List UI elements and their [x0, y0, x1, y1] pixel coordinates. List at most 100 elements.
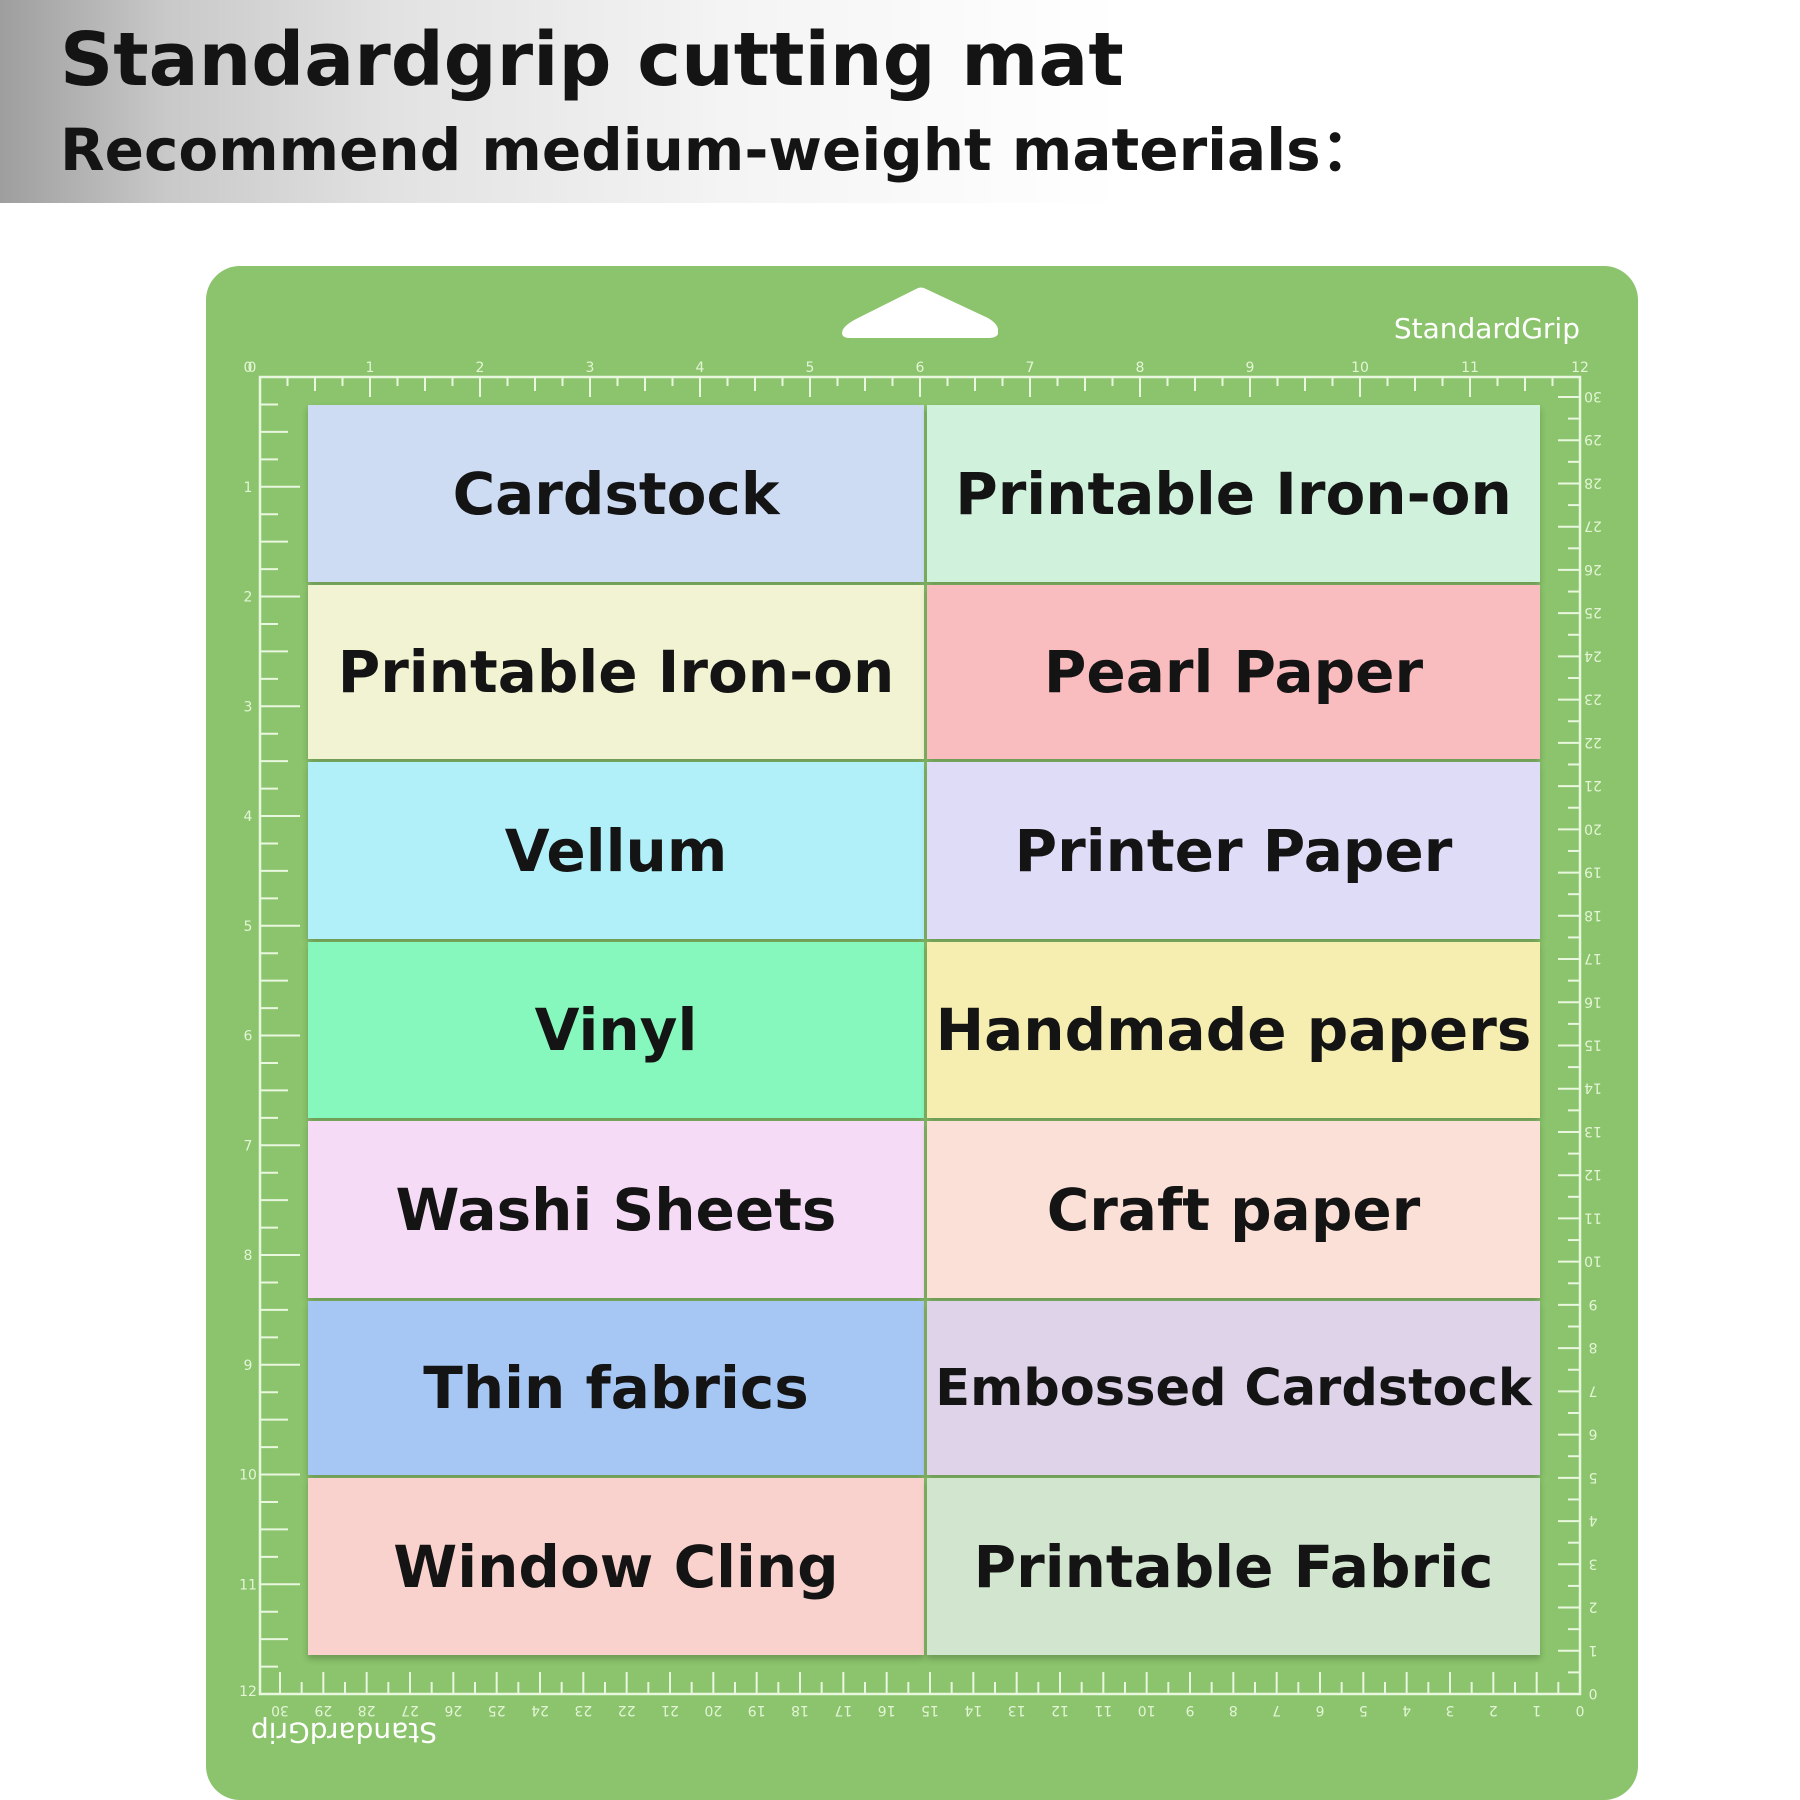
brand-label-bottom: StandardGrip — [251, 1716, 437, 1749]
brand-label-top: StandardGrip — [1394, 312, 1580, 345]
inch-number-top: 8 — [1136, 360, 1145, 376]
cm-number-right: 8 — [1589, 1339, 1598, 1355]
cm-number-right: 7 — [1589, 1382, 1598, 1398]
cm-number-right: 11 — [1584, 1209, 1602, 1225]
cm-number-bottom: 7 — [1272, 1702, 1281, 1718]
cm-number-bottom: 20 — [704, 1702, 722, 1718]
cm-number-bottom: 27 — [401, 1702, 419, 1718]
cm-number-bottom: 29 — [314, 1702, 332, 1718]
material-label: Craft paper — [1046, 1175, 1421, 1244]
cm-number-bottom: 14 — [964, 1702, 982, 1718]
cm-number-bottom: 16 — [878, 1702, 896, 1718]
inch-number-left: 0 — [244, 360, 253, 376]
inch-number-top: 2 — [476, 360, 485, 376]
inch-number-left: 11 — [239, 1577, 257, 1593]
material-label: Printable Iron-on — [337, 638, 895, 706]
cm-number-right: 23 — [1584, 691, 1602, 707]
cm-number-right: 2 — [1589, 1599, 1598, 1615]
inch-number-top: 7 — [1026, 360, 1035, 376]
cm-number-right: 0 — [1589, 1685, 1598, 1701]
cm-number-right: 4 — [1588, 1512, 1597, 1528]
cm-number-right: 17 — [1584, 950, 1602, 966]
cm-number-right: 18 — [1584, 907, 1602, 923]
material-label: Window Cling — [393, 1532, 839, 1601]
hang-hole — [842, 287, 998, 338]
cm-number-bottom: 21 — [661, 1702, 679, 1718]
material-label: Washi Sheets — [395, 1175, 837, 1244]
cm-number-right: 1 — [1589, 1642, 1598, 1658]
cm-number-bottom: 0 — [1576, 1702, 1585, 1718]
inch-number-left: 6 — [244, 1029, 253, 1045]
cm-number-right: 20 — [1584, 820, 1602, 836]
cm-number-right: 16 — [1584, 993, 1602, 1009]
inch-number-left: 12 — [239, 1684, 257, 1700]
cm-number-right: 26 — [1584, 561, 1602, 577]
material-tile: Printable Fabric — [927, 1478, 1540, 1655]
material-tile: Printer Paper — [927, 762, 1540, 939]
inch-number-left: 2 — [244, 590, 253, 606]
cm-number-right: 29 — [1584, 431, 1602, 447]
cm-number-bottom: 5 — [1359, 1702, 1368, 1718]
material-tile: Vinyl — [308, 942, 924, 1118]
inch-number-left: 4 — [244, 809, 253, 825]
cm-number-right: 3 — [1589, 1555, 1598, 1571]
cm-number-right: 28 — [1584, 474, 1602, 490]
cm-number-right: 6 — [1588, 1426, 1597, 1442]
header-title: Standardgrip cutting mat — [60, 17, 1124, 103]
inch-number-left: 8 — [244, 1248, 253, 1264]
cm-number-right: 21 — [1584, 777, 1602, 793]
cm-number-bottom: 18 — [791, 1702, 809, 1718]
cm-number-right: 13 — [1584, 1123, 1602, 1139]
cm-number-bottom: 25 — [488, 1702, 506, 1718]
cm-number-bottom: 13 — [1008, 1702, 1026, 1718]
cm-number-bottom: 22 — [618, 1702, 636, 1718]
cm-number-bottom: 10 — [1138, 1702, 1156, 1718]
material-tile: Washi Sheets — [308, 1121, 924, 1298]
material-label: Cardstock — [452, 459, 780, 528]
cm-number-bottom: 4 — [1402, 1702, 1411, 1718]
material-label: Vinyl — [534, 996, 698, 1064]
cm-number-bottom: 2 — [1489, 1702, 1498, 1718]
cm-number-right: 22 — [1584, 734, 1602, 750]
inch-number-top: 9 — [1246, 360, 1255, 376]
cm-number-bottom: 9 — [1186, 1702, 1195, 1718]
cm-number-bottom: 17 — [834, 1702, 852, 1718]
material-label: Printable Iron-on — [955, 459, 1512, 528]
inch-number-top: 5 — [806, 360, 815, 376]
material-label: Embossed Cardstock — [935, 1358, 1532, 1418]
cm-number-bottom: 6 — [1315, 1702, 1324, 1718]
material-label: Printable Fabric — [973, 1532, 1494, 1601]
material-tile: Printable Iron-on — [308, 585, 924, 759]
header-band — [0, 0, 1120, 203]
cm-number-right: 30 — [1584, 388, 1602, 404]
cm-number-bottom: 11 — [1094, 1702, 1112, 1718]
material-tile: Pearl Paper — [927, 585, 1540, 759]
material-tile: Window Cling — [308, 1478, 924, 1655]
material-tile: Handmade papers — [927, 942, 1540, 1118]
inch-number-left: 3 — [244, 699, 253, 715]
inch-number-left: 1 — [244, 480, 253, 496]
cm-number-bottom: 26 — [444, 1702, 462, 1718]
cm-number-bottom: 24 — [531, 1702, 549, 1718]
cm-number-bottom: 8 — [1229, 1702, 1238, 1718]
inch-number-left: 5 — [244, 919, 253, 935]
material-label: Printer Paper — [1014, 816, 1453, 885]
inch-number-top: 1 — [366, 360, 375, 376]
inch-number-top: 3 — [586, 360, 595, 376]
material-label: Thin fabrics — [423, 1354, 809, 1422]
cm-number-right: 27 — [1584, 518, 1602, 534]
cm-number-right: 24 — [1584, 647, 1602, 663]
material-tile: Craft paper — [927, 1121, 1540, 1298]
cm-number-bottom: 12 — [1051, 1702, 1069, 1718]
material-tile: Vellum — [308, 762, 924, 939]
inch-number-top: 11 — [1461, 360, 1479, 376]
cm-number-right: 9 — [1589, 1296, 1598, 1312]
cm-number-right: 25 — [1584, 604, 1602, 620]
material-label: Pearl Paper — [1043, 638, 1424, 706]
cm-number-right: 14 — [1584, 1080, 1602, 1096]
cm-number-right: 10 — [1584, 1253, 1602, 1269]
inch-number-top: 4 — [696, 360, 705, 376]
material-tile: Printable Iron-on — [927, 405, 1540, 582]
